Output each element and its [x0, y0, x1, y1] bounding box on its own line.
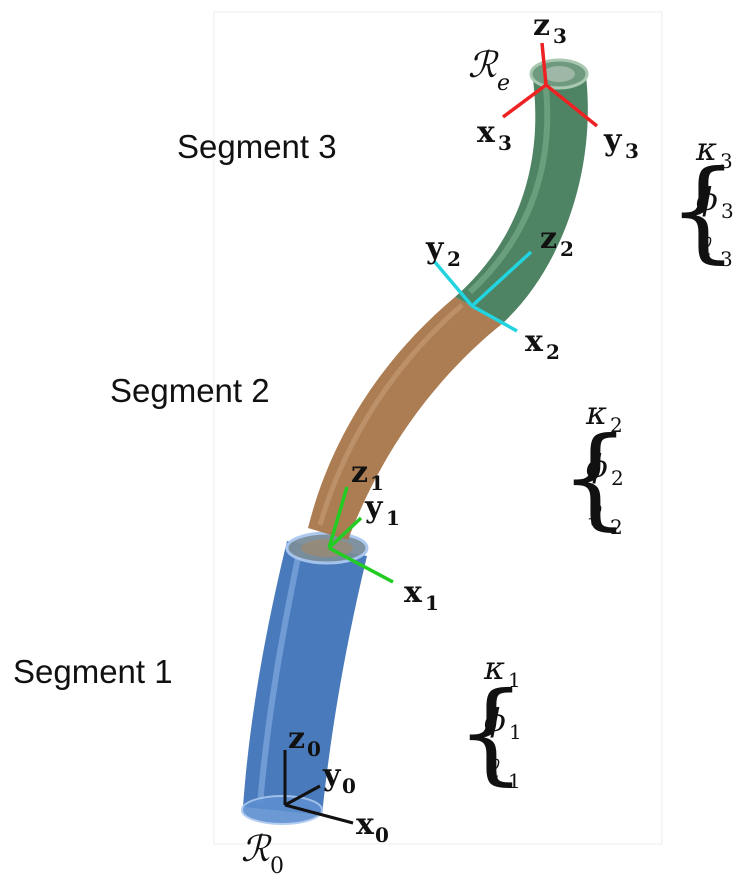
svg-text:ℛ: ℛ: [241, 829, 272, 870]
svg-text:x: x: [525, 324, 544, 359]
svg-text:z: z: [533, 8, 550, 43]
svg-text:1: 1: [386, 506, 400, 530]
svg-text:κ: κ: [585, 394, 607, 432]
axis-label-x0: x 0: [356, 807, 389, 847]
svg-text:{: {: [456, 668, 526, 796]
svg-text:ϕ: ϕ: [586, 447, 608, 485]
svg-text:κ: κ: [695, 130, 717, 168]
svg-text:3: 3: [721, 199, 734, 223]
axis-label-y3: y 3: [603, 123, 639, 163]
svg-text:3: 3: [625, 139, 639, 163]
params-segment-3: { κ 3 ϕ 3 ℓ 3: [668, 130, 738, 274]
axis-label-y0: y 0: [322, 758, 356, 798]
svg-text:ℛ: ℛ: [468, 45, 499, 86]
segment-2-label: Segment 2: [110, 372, 270, 409]
svg-text:1: 1: [370, 471, 384, 495]
axis-label-z0: z 0: [288, 721, 321, 761]
svg-text:1: 1: [508, 668, 521, 692]
frame-1-axes: [327, 486, 394, 584]
axis-label-z2: z 2: [540, 221, 574, 261]
svg-text:ℓ: ℓ: [588, 496, 602, 534]
svg-text:ϕ: ϕ: [696, 180, 718, 218]
frame-end-label: ℛ e: [468, 45, 510, 96]
frame-2-axes: [432, 250, 533, 333]
svg-text:1: 1: [509, 720, 522, 744]
svg-text:κ: κ: [483, 649, 505, 687]
svg-text:2: 2: [610, 515, 623, 539]
svg-text:3: 3: [720, 247, 733, 271]
svg-text:0: 0: [307, 737, 321, 761]
svg-text:ℓ: ℓ: [698, 228, 712, 266]
axis-label-x3: x 3: [477, 115, 512, 155]
axis-label-z1: z 1: [351, 455, 384, 495]
svg-text:2: 2: [611, 466, 624, 490]
svg-text:2: 2: [610, 413, 623, 437]
svg-text:e: e: [497, 71, 510, 96]
svg-text:z: z: [351, 455, 368, 490]
svg-text:x: x: [477, 115, 496, 150]
svg-text:{: {: [560, 413, 630, 541]
svg-text:z: z: [540, 221, 557, 256]
svg-text:y: y: [603, 123, 623, 158]
svg-text:3: 3: [553, 24, 567, 48]
svg-text:0: 0: [375, 823, 389, 847]
axis-label-x1: x 1: [404, 575, 439, 615]
svg-text:y: y: [425, 231, 445, 266]
axis-label-y2: y 2: [425, 231, 461, 271]
segment-1-label: Segment 1: [13, 653, 173, 690]
svg-text:2: 2: [447, 247, 461, 271]
frame-base-label: ℛ 0: [241, 829, 284, 877]
params-segment-2: { κ 2 ϕ 2 ℓ 2: [560, 394, 630, 541]
svg-text:1: 1: [508, 769, 521, 793]
svg-text:y: y: [322, 758, 342, 793]
svg-text:2: 2: [546, 340, 560, 364]
frame-0-axes: [283, 750, 354, 825]
svg-text:1: 1: [425, 591, 439, 615]
segment-3-label: Segment 3: [177, 128, 337, 165]
svg-text:y: y: [364, 490, 384, 525]
axis-label-z3: z 3: [533, 8, 567, 48]
svg-text:x: x: [404, 575, 423, 610]
segment-2-tube: [308, 297, 503, 540]
svg-text:z: z: [288, 721, 305, 756]
svg-text:{: {: [668, 146, 738, 274]
svg-text:ℓ: ℓ: [486, 750, 500, 788]
axis-label-y1: y 1: [364, 490, 400, 530]
axis-label-x2: x 2: [525, 324, 560, 364]
svg-text:x: x: [356, 807, 375, 842]
segment-1-tube: [241, 531, 369, 825]
svg-text:2: 2: [560, 237, 574, 261]
svg-text:0: 0: [270, 854, 284, 877]
svg-text:ϕ: ϕ: [484, 701, 506, 739]
frame-3-axes: [501, 42, 599, 128]
svg-text:0: 0: [342, 774, 356, 798]
svg-text:3: 3: [720, 149, 733, 173]
params-segment-1: { κ 1 ϕ 1 ℓ 1: [456, 649, 526, 796]
svg-text:3: 3: [498, 131, 512, 155]
